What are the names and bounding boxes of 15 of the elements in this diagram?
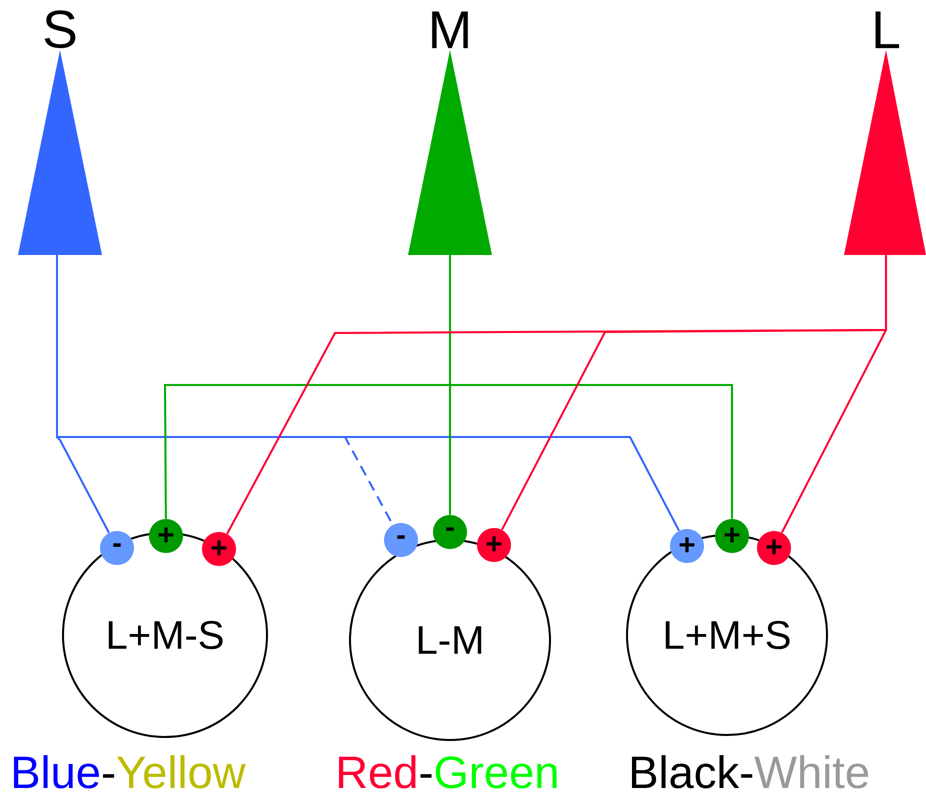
cone-triangle: S [18, 10, 102, 255]
node-label: S [44, 10, 76, 48]
wire [781, 255, 887, 534]
wire [56, 255, 680, 532]
label-text: Red [339, 755, 416, 788]
cone-triangle: L [844, 11, 926, 255]
label-text: Yellow [117, 755, 246, 788]
label-text: White [754, 755, 868, 788]
label-text: Blue [14, 755, 99, 788]
node-label: M [432, 11, 468, 48]
label-text: Black [632, 755, 740, 788]
wire [449, 255, 733, 519]
node-label: L [876, 11, 900, 48]
label-text: Green [436, 756, 557, 788]
cone-triangle: M [408, 11, 492, 255]
